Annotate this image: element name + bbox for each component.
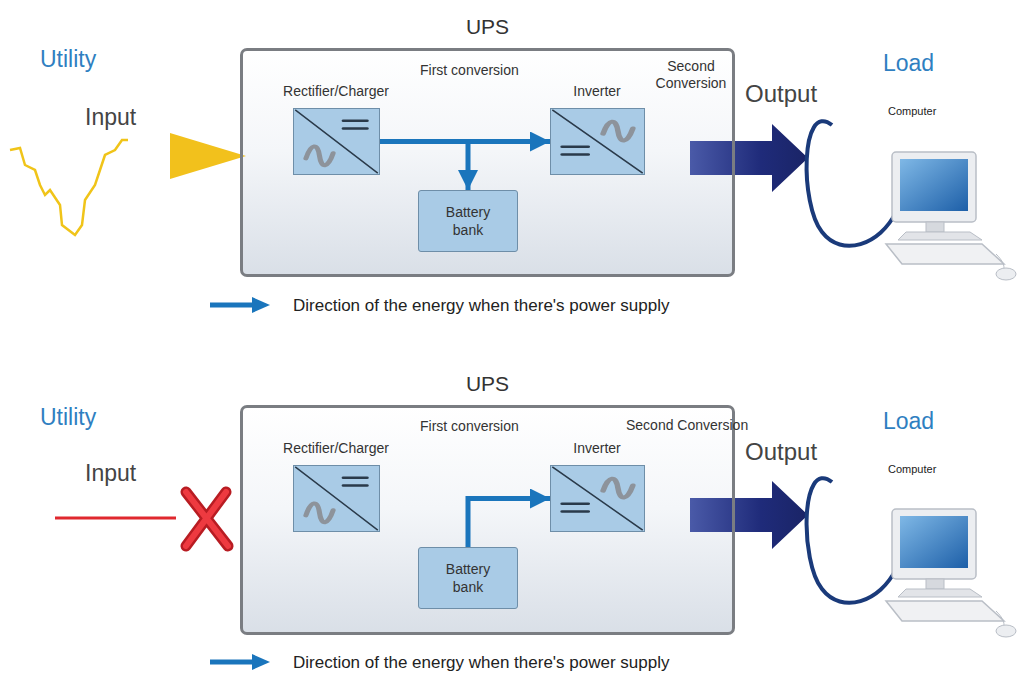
housing-title: UPS: [388, 15, 588, 39]
source-label: Utility: [40, 404, 96, 430]
energy-flow-arrow: [468, 499, 550, 548]
inverter-symbol: [551, 109, 644, 174]
load-label: Load: [883, 50, 934, 76]
rectifier-box: Rectifier/Charger: [293, 465, 380, 532]
stage-label: First conversion: [420, 62, 519, 79]
input-label: Input: [85, 104, 136, 130]
stage-label: First conversion: [420, 418, 519, 435]
battery-box: Battery bank: [418, 547, 518, 609]
inverter-box: Inverter: [550, 465, 645, 532]
rectifier-symbol: [294, 109, 379, 174]
load-label: Load: [883, 408, 934, 434]
output-label: Output: [745, 438, 817, 465]
device-label: Computer: [888, 104, 936, 118]
ups-housing: UPSRectifier/ChargerInverterBattery bank: [240, 405, 735, 635]
housing-title: UPS: [388, 372, 588, 396]
inverter-symbol: [551, 466, 644, 531]
component-label: Rectifier/Charger: [236, 82, 436, 100]
battery-box: Battery bank: [418, 190, 518, 252]
input-label: Input: [85, 460, 136, 486]
inverter-box: Inverter: [550, 108, 645, 175]
source-label: Utility: [40, 46, 96, 72]
legend-text: Direction of the energy when there's pow…: [293, 296, 670, 316]
component-label: Inverter: [497, 439, 697, 457]
component-label: Battery bank: [433, 560, 503, 596]
component-label: Battery bank: [433, 203, 503, 239]
stage-label: Second Conversion: [646, 58, 736, 92]
stage-label: Second Conversion: [626, 417, 748, 434]
energy-flow-arrow: [380, 142, 468, 191]
component-label: Rectifier/Charger: [236, 439, 436, 457]
rectifier-box: Rectifier/Charger: [293, 108, 380, 175]
rectifier-symbol: [294, 466, 379, 531]
device-label: Computer: [888, 462, 936, 476]
output-label: Output: [745, 80, 817, 107]
legend-text: Direction of the energy when there's pow…: [293, 653, 670, 673]
